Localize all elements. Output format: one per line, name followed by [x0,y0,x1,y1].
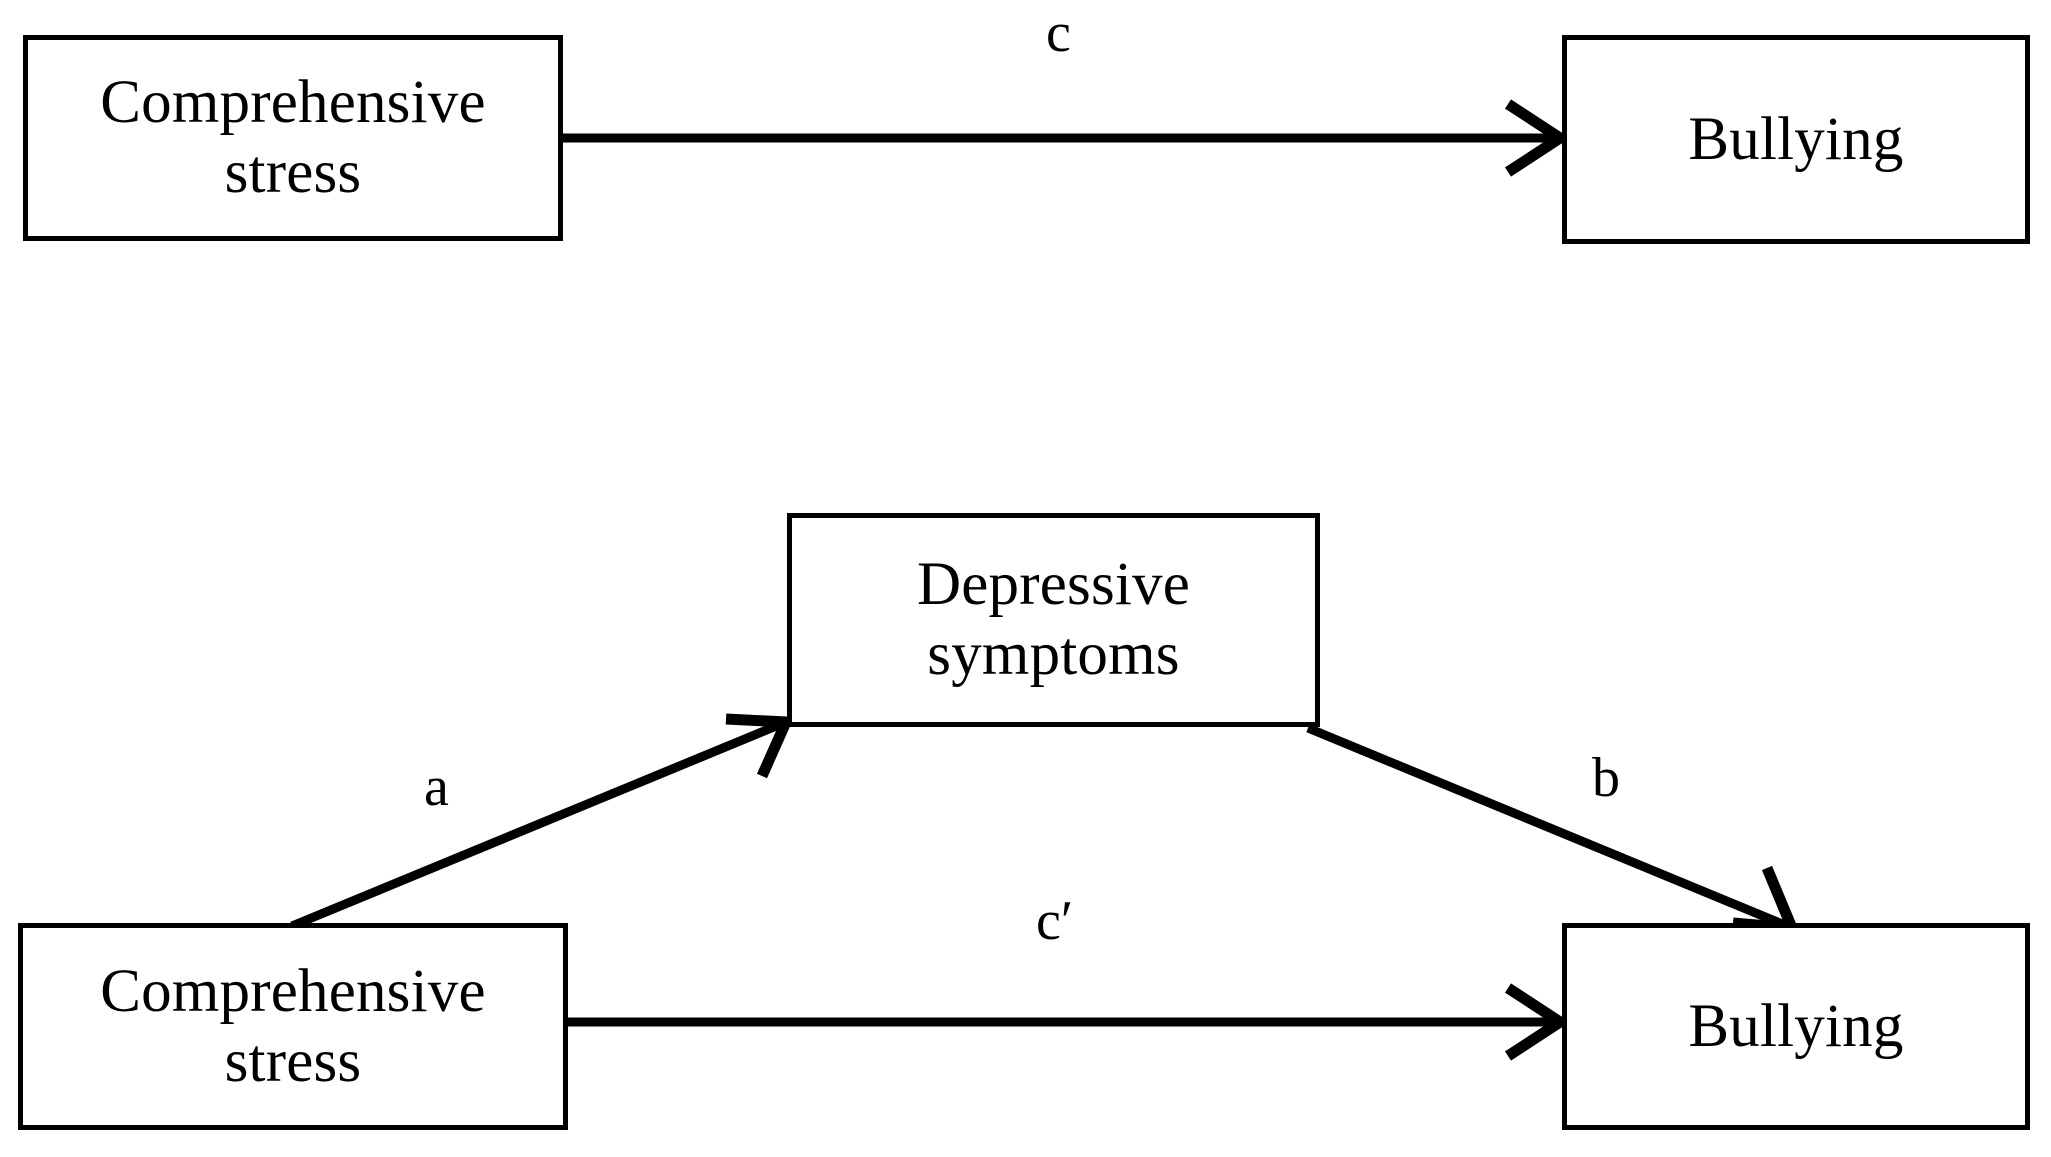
path-label-c: c [1046,2,1071,64]
path-b-arrow [1306,723,1801,935]
path-b-line [1306,723,1794,933]
node-top-comprehensive-stress: Comprehensive stress [23,35,563,241]
node-bottom-comprehensive-stress-label: Comprehensive stress [100,957,486,1095]
node-depressive-symptoms-label: Depressive symptoms [916,551,1190,688]
path-a-line [290,717,788,931]
path-label-c-prime: c′ [1036,890,1074,952]
node-top-comprehensive-stress-label: Comprehensive stress [100,69,486,206]
path-c-prime-arrow [568,983,1571,1061]
path-c-prime-arrowhead [1504,983,1571,1061]
node-bottom-bullying-label: Bullying [1688,992,1904,1060]
path-label-b: b [1592,747,1620,809]
path-label-a: a [424,756,449,818]
path-a-arrowhead [725,713,795,779]
path-c-arrow [563,99,1571,177]
node-bottom-bullying: Bullying [1562,923,2030,1130]
path-a-arrow [290,713,795,931]
node-top-bullying: Bullying [1562,35,2030,244]
path-c-arrowhead [1504,99,1571,177]
node-bottom-comprehensive-stress: Comprehensive stress [18,923,568,1130]
node-top-bullying-label: Bullying [1688,105,1904,173]
node-depressive-symptoms: Depressive symptoms [787,513,1320,727]
